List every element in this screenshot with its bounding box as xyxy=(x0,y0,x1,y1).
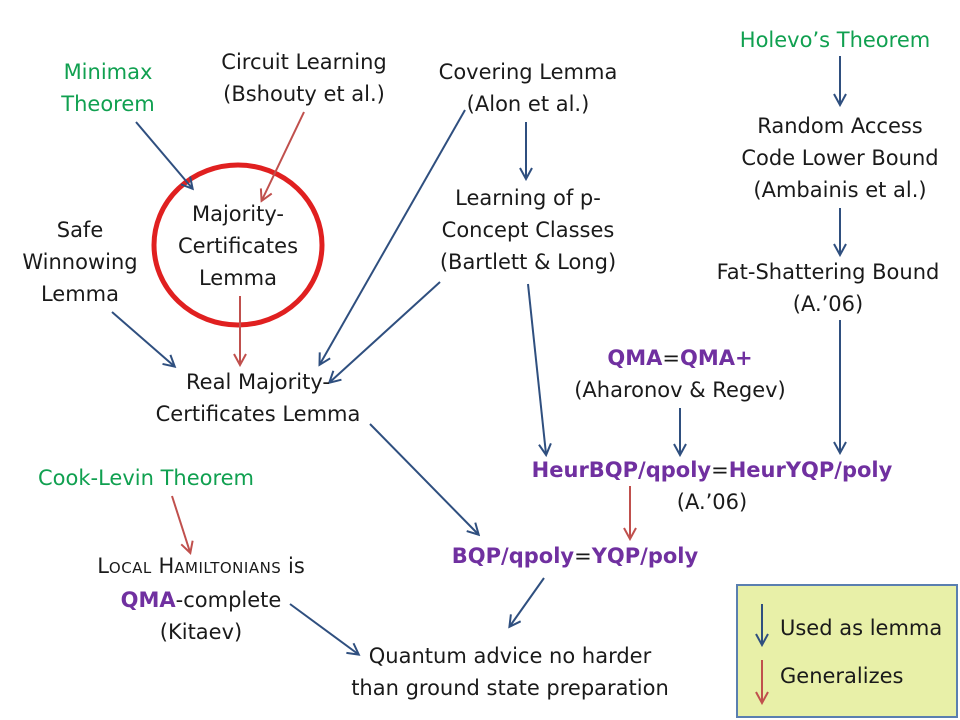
smallcaps-letter: H xyxy=(158,554,175,578)
node-line: Safe xyxy=(56,218,104,242)
edge-covering-to-real xyxy=(320,109,466,364)
node-line: Quantum advice no harder xyxy=(368,644,652,668)
node-line: Covering Lemma xyxy=(438,60,618,84)
class-name: YQP/poly xyxy=(591,544,699,568)
node-line: Cook-Levin Theorem xyxy=(37,466,255,490)
node-holevo-theorem: Holevo’s Theorem xyxy=(720,24,950,56)
node-covering-lemma: Covering Lemma (Alon et al.) xyxy=(428,56,628,120)
node-line: Certificates Lemma xyxy=(155,402,361,426)
node-line: Holevo’s Theorem xyxy=(739,28,931,52)
smallcaps-letter: L xyxy=(97,554,109,578)
node-random-access: Random Access Code Lower Bound (Ambainis… xyxy=(722,110,958,206)
node-qma-qmaplus: QMA=QMA+ (Aharonov & Regev) xyxy=(560,342,800,406)
edge-cook-to-local xyxy=(171,495,190,552)
node-majority-certificates: Majority- Certificates Lemma xyxy=(164,198,312,294)
node-line: Certificates xyxy=(177,234,299,258)
edge-learning-to-real xyxy=(330,281,441,382)
node-heurbqp: HeurBQP/qpoly=HeurYQP/poly (A.’06) xyxy=(526,454,898,518)
equals-sign: = xyxy=(711,458,729,482)
class-name: QMA+ xyxy=(680,346,753,370)
node-minimax-theorem: Minimax Theorem xyxy=(48,56,168,120)
node-fat-shattering: Fat-Shattering Bound (A.’06) xyxy=(700,256,956,320)
node-line: BQP/qpoly=YQP/poly xyxy=(440,540,710,572)
node-line: (Aharonov & Regev) xyxy=(574,378,786,402)
node-line: Theorem xyxy=(61,92,155,116)
equals-sign: = xyxy=(574,544,592,568)
node-line: (A.’06) xyxy=(676,490,748,514)
node-line: HeurBQP/qpoly=HeurYQP/poly xyxy=(526,454,898,486)
node-line: Random Access xyxy=(757,114,923,138)
node-line: Lemma xyxy=(198,266,278,290)
class-name: QMA xyxy=(120,588,176,612)
node-local-hamiltonians: LOCAL HAMILTONIANS is QMA-complete (Kita… xyxy=(76,550,326,648)
node-line: Lemma xyxy=(40,282,120,306)
node-line: Winnowing xyxy=(22,250,138,274)
highlight-circle xyxy=(151,162,325,328)
node-line: Real Majority- xyxy=(186,370,330,394)
node-line: Learning of p- xyxy=(455,186,601,210)
class-name: HeurYQP/poly xyxy=(728,458,893,482)
node-line: Code Lower Bound xyxy=(741,146,939,170)
node-line: (A.’06) xyxy=(792,292,864,316)
class-name: HeurBQP/qpoly xyxy=(531,458,712,482)
edge-safe-to-real xyxy=(111,311,174,366)
node-line: LOCAL HAMILTONIANS is xyxy=(76,550,326,584)
node-line: Minimax xyxy=(63,60,153,84)
edge-local-to-quantum xyxy=(289,603,358,654)
node-text: -complete xyxy=(175,588,282,612)
node-learning-p-concept: Learning of p- Concept Classes (Bartlett… xyxy=(420,182,636,278)
node-cook-levin: Cook-Levin Theorem xyxy=(26,462,266,494)
node-line: Fat-Shattering Bound xyxy=(716,260,940,284)
node-line: (Bartlett & Long) xyxy=(439,250,617,274)
legend: Used as lemma Generalizes xyxy=(736,584,958,718)
class-name: QMA xyxy=(607,346,663,370)
node-text: is xyxy=(288,554,305,578)
node-line: (Kitaev) xyxy=(159,620,243,644)
edge-learning-to-heur xyxy=(527,283,546,454)
edge-real-to-bqp xyxy=(369,423,478,534)
smallcaps-text: OCAL xyxy=(108,559,152,577)
node-real-majority: Real Majority- Certificates Lemma xyxy=(140,366,376,430)
legend-arrows xyxy=(738,604,778,716)
node-line: (Ambainis et al.) xyxy=(753,178,927,202)
legend-used-as-lemma: Used as lemma xyxy=(780,616,943,640)
node-bqp-yqp: BQP/qpoly=YQP/poly xyxy=(440,540,710,572)
node-line: QMA-complete xyxy=(76,584,326,616)
edge-minimax-to-majority xyxy=(135,121,192,188)
node-line: Concept Classes xyxy=(441,218,615,242)
node-quantum-advice: Quantum advice no harder than ground sta… xyxy=(340,640,680,704)
equals-sign: = xyxy=(662,346,680,370)
node-line: than ground state preparation xyxy=(351,676,669,700)
edge-bqp-to-quantum xyxy=(510,577,545,626)
node-line: Majority- xyxy=(191,202,284,226)
edge-circuit-to-majority xyxy=(262,111,305,200)
node-line: (Bshouty et al.) xyxy=(223,82,385,106)
node-line: (Alon et al.) xyxy=(466,92,590,116)
node-safe-winnowing: Safe Winnowing Lemma xyxy=(6,214,154,310)
node-line: QMA=QMA+ xyxy=(560,342,800,374)
legend-generalizes: Generalizes xyxy=(780,664,904,688)
node-line: Circuit Learning xyxy=(221,50,387,74)
smallcaps-text: AMILTONIANS xyxy=(174,559,282,577)
class-name: BQP/qpoly xyxy=(451,544,575,568)
node-circuit-learning: Circuit Learning (Bshouty et al.) xyxy=(200,46,408,110)
